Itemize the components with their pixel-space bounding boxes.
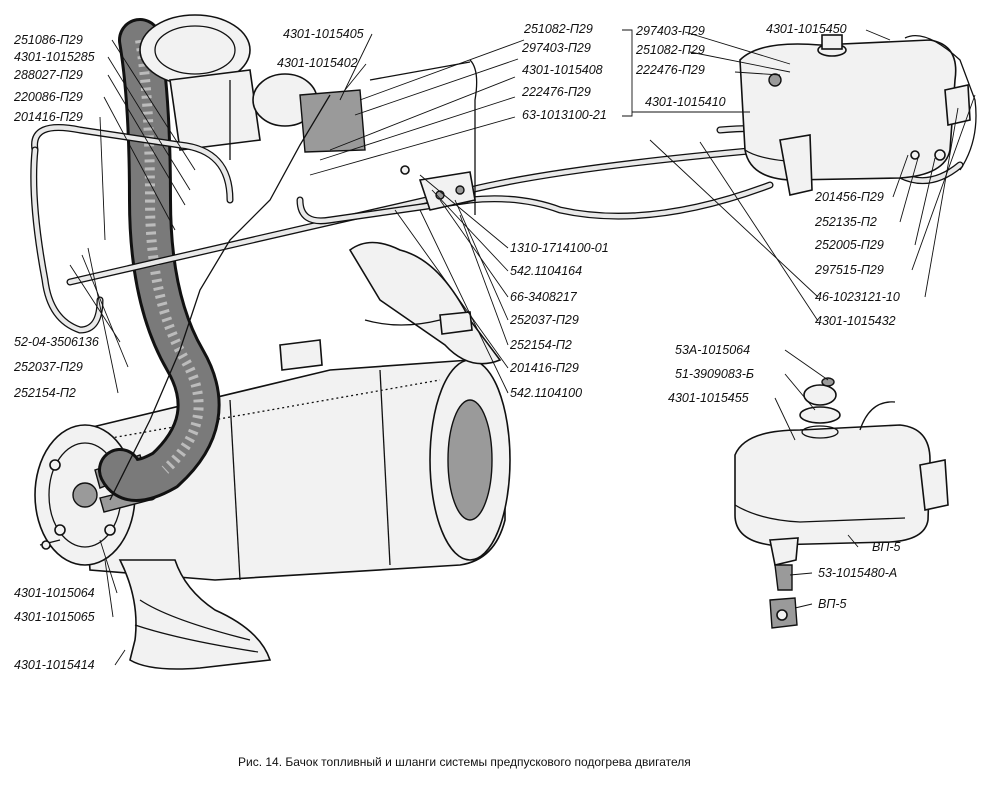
label-542-1104100: 542.1104100	[510, 386, 582, 400]
label-220086: 220086-П29	[13, 90, 83, 104]
label-4301-1015064: 4301-1015064	[14, 586, 95, 600]
label-66-3408217: 66-3408217	[510, 290, 578, 304]
exhaust-pipe	[118, 559, 272, 670]
leader-lines	[69, 29, 976, 666]
label-4301-1015414: 4301-1015414	[14, 658, 95, 672]
label-201416-mid: 201416-П29	[509, 361, 579, 375]
figure-caption: Рис. 14. Бачок топливный и шланги систем…	[238, 755, 691, 769]
corrugated-hose	[98, 18, 221, 502]
label-vp5-top: ВП-5	[872, 540, 901, 554]
label-201416-top: 201416-П29	[13, 110, 83, 124]
illustration	[30, 14, 977, 670]
label-4301-1015408: 4301-1015408	[522, 63, 603, 77]
label-51-3909083: 51-3909083-Б	[675, 367, 754, 381]
label-222476-right: 222476-П29	[635, 63, 705, 77]
label-4301-1015455: 4301-1015455	[668, 391, 749, 405]
label-52-04-3506136: 52-04-3506136	[14, 335, 99, 349]
label-252005: 252005-П29	[814, 238, 884, 252]
label-46-1023121: 46-1023121-10	[815, 290, 900, 304]
mount-brackets	[279, 311, 473, 371]
label-542-1104164: 542.1104164	[510, 264, 582, 278]
label-4301-1015285: 4301-1015285	[14, 50, 95, 64]
label-201456: 201456-П29	[814, 190, 884, 204]
label-297403-right: 297403-П29	[635, 24, 705, 38]
blower-assembly	[139, 14, 366, 160]
label-252154-left: 252154-П2	[13, 386, 76, 400]
label-251086: 251086-П29	[13, 33, 83, 47]
label-4301-1015065: 4301-1015065	[14, 610, 95, 624]
label-252135: 252135-П2	[814, 215, 877, 229]
label-4301-1015432: 4301-1015432	[815, 314, 896, 328]
label-4301-1015450: 4301-1015450	[766, 22, 847, 36]
label-53-1015480: 53-1015480-А	[818, 566, 897, 580]
label-222476-top: 222476-П29	[521, 85, 591, 99]
label-63-1013100: 63-1013100-21	[522, 108, 607, 122]
line-bracket	[400, 165, 476, 211]
label-251082-top: 251082-П29	[523, 22, 593, 36]
label-4301-1015410: 4301-1015410	[645, 95, 726, 109]
label-4301-1015402: 4301-1015402	[277, 56, 358, 70]
label-297515: 297515-П29	[814, 263, 884, 277]
part-labels: 251086-П29 4301-1015285 288027-П29 22008…	[13, 22, 901, 672]
label-251082-right: 251082-П29	[635, 43, 705, 57]
label-288027: 288027-П29	[13, 68, 83, 82]
label-252037-mid: 252037-П29	[509, 313, 579, 327]
label-vp5-bottom: ВП-5	[818, 597, 847, 611]
label-1310-1714100: 1310-1714100-01	[510, 241, 609, 255]
label-4301-1015405: 4301-1015405	[283, 27, 364, 41]
label-53A-1015064: 53А-1015064	[675, 343, 750, 357]
label-252037-left: 252037-П29	[13, 360, 83, 374]
label-252154-mid: 252154-П2	[509, 338, 572, 352]
label-297403-top: 297403-П29	[521, 41, 591, 55]
shroud	[348, 241, 502, 365]
fuel-tank-detail	[734, 377, 949, 629]
fuel-tank-installed	[739, 34, 977, 196]
